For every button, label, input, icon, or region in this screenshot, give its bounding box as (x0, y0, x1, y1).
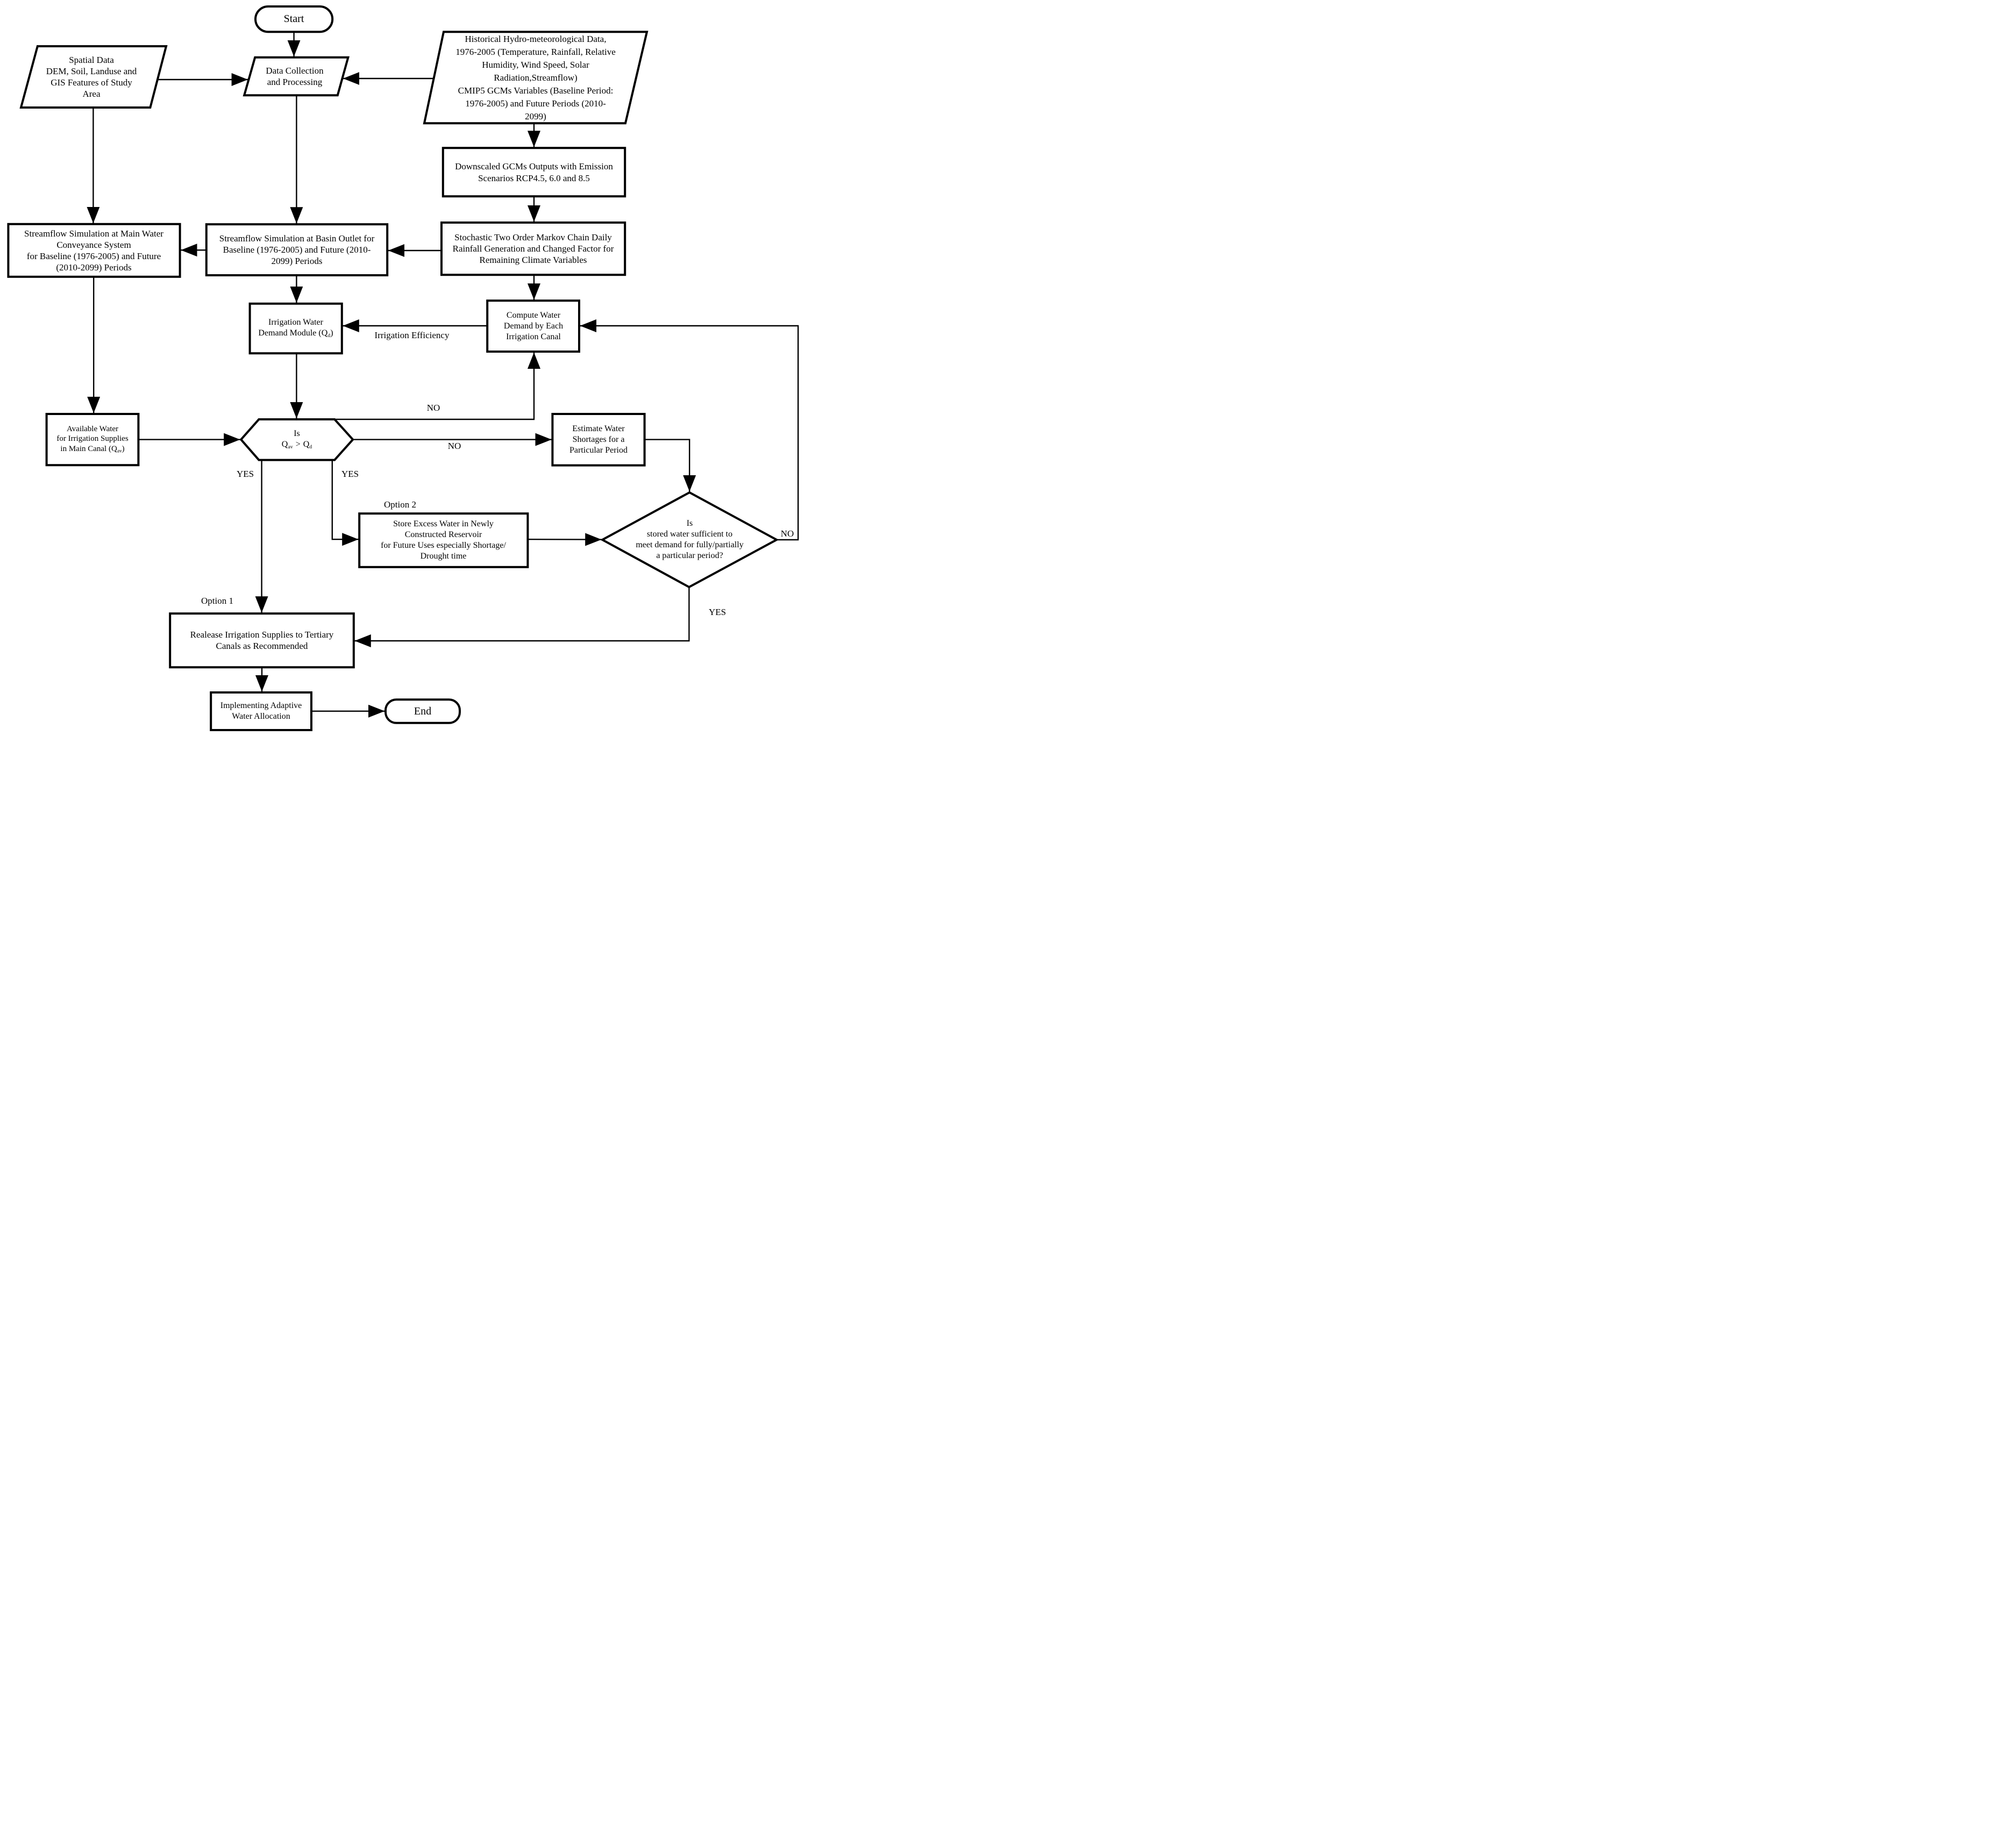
qav-qd-decision-line1: Is (294, 429, 300, 439)
edge-decision-no-to-compute (334, 352, 541, 420)
irrigation-demand-line1: Irrigation Water (268, 318, 323, 327)
edge-estimate-to-diamond (644, 439, 696, 492)
stored-sufficient-decision-label: Is stored water sufficient to meet deman… (636, 519, 744, 560)
implementing-label: Implementing Adaptive Water Allocation (220, 701, 302, 721)
historical-data-node-shape (423, 31, 649, 125)
stochastic-markov-node-shape (440, 221, 626, 276)
yes-label-diamond-bottom: YES (708, 607, 726, 617)
compute-demand-label: Compute Water Demand by Each Irrigation … (503, 310, 564, 341)
edge-decision-yes-to-option2 (331, 460, 359, 546)
data-collection-label: Data Collection and Processing (266, 65, 324, 87)
basin-outlet-label: Streamflow Simulation at Basin Outlet fo… (219, 233, 375, 267)
irrigation-demand-node-shape (248, 302, 343, 355)
irrigation-demand-label: Irrigation Water Demand Module (Qd) (247, 304, 344, 353)
irrigation-demand-line2: Demand Module (Qd) (258, 328, 333, 339)
spatial-data-label: Spatial Data DEM, Soil, Landuse and GIS … (46, 54, 137, 99)
compute-demand-node-shape (486, 299, 581, 353)
release-supplies-node-shape (169, 612, 355, 669)
option1-label: Option 1 (201, 596, 233, 606)
available-water-line1: Available Water (66, 424, 119, 433)
available-water-line3: in Main Canal (Qav) (60, 445, 125, 454)
available-water-line2: for Irrigation Supplies (56, 434, 129, 444)
flowchart-shapes-layer (7, 5, 799, 731)
main-conveyance-label: Streamflow Simulation at Main Water Conv… (24, 228, 163, 273)
estimate-shortages-label: Estimate Water Shortages for a Particula… (569, 424, 628, 455)
implementing-node-shape (210, 691, 312, 731)
no-label-to-compute: NO (426, 403, 440, 413)
release-supplies-label: Realease Irrigation Supplies to Tertiary… (190, 629, 334, 651)
yes-label-left: YES (236, 469, 254, 479)
edge-diamond-yes-to-option1 (354, 587, 690, 647)
historical-data-label: Historical Hydro-meteorological Data, 19… (455, 34, 616, 121)
main-conveyance-node-shape (7, 223, 181, 278)
downscaled-gcms-node-shape (441, 147, 626, 198)
no-label-diamond-right: NO (780, 528, 794, 539)
yes-label-mid: YES (341, 469, 359, 479)
downscaled-gcms-label: Downscaled GCMs Outputs with Emission Sc… (455, 161, 613, 183)
spatial-data-node-shape (19, 45, 168, 109)
flowchart-canvas: Start Spatial Data DEM, Soil, Landuse an… (0, 0, 807, 738)
option2-label: Option 2 (384, 499, 416, 510)
qav-qd-decision-line2: Qav>Qd (281, 440, 312, 451)
store-excess-node-shape (358, 512, 529, 568)
irrigation-efficiency-edge-label: Irrigation Efficiency (374, 330, 450, 340)
edge-diamond-no-to-compute (580, 319, 799, 541)
available-water-label: Available Water for Irrigation Supplies … (44, 414, 141, 465)
end-node-shape (384, 698, 461, 724)
start-label: Start (283, 13, 304, 25)
store-excess-label: Store Excess Water in Newly Constructed … (381, 519, 506, 561)
end-label: End (414, 705, 432, 717)
no-label-to-estimate: NO (447, 441, 461, 451)
available-water-node-shape (45, 413, 140, 467)
qav-qd-decision-label: Is Qav>Qd (241, 420, 353, 460)
stochastic-markov-label: Stochastic Two Order Markov Chain Daily … (452, 232, 614, 266)
